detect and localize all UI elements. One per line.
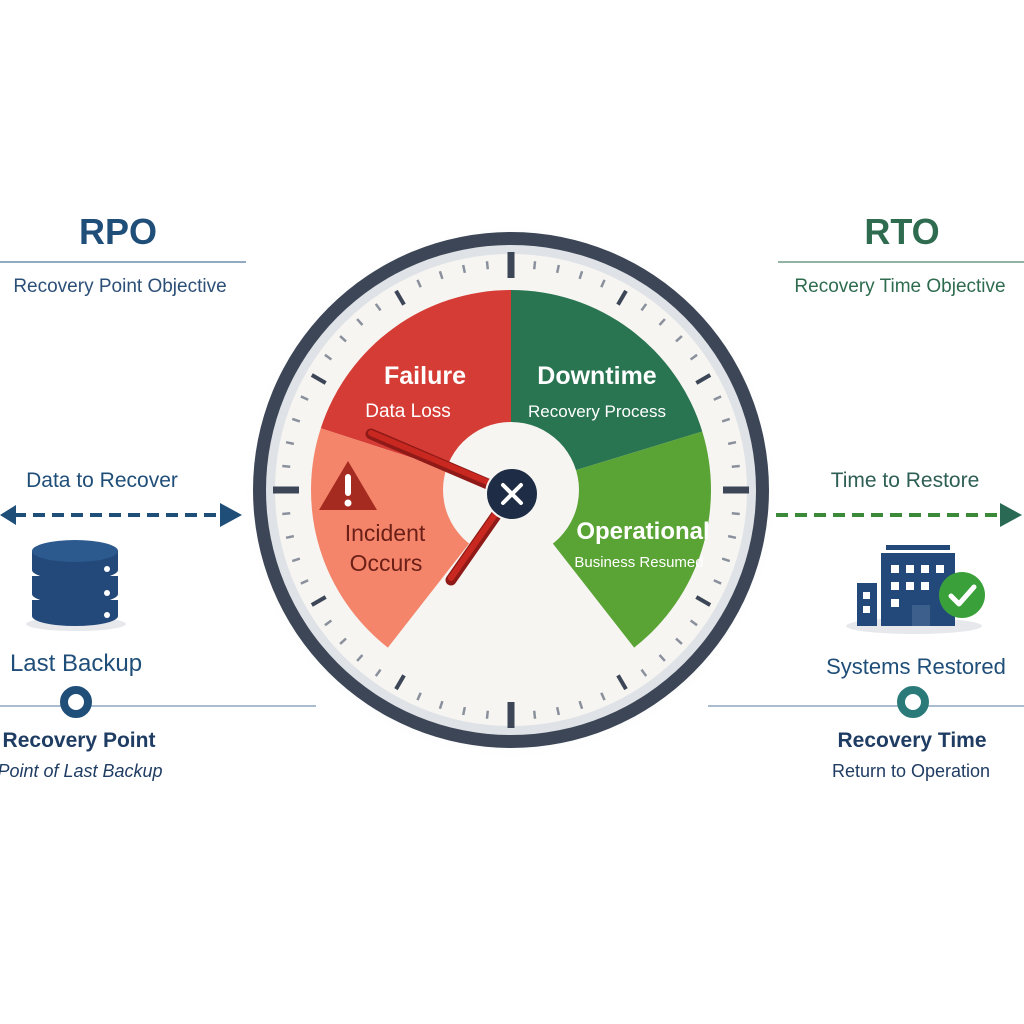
clock-tick [324, 353, 333, 361]
clock-tick [695, 373, 712, 385]
recovery-point-marker [60, 686, 92, 718]
clock-tick [616, 674, 628, 691]
clock-tick [394, 674, 406, 691]
segment-incident-subtitle: Occurs [350, 550, 423, 576]
clock-tick [438, 700, 444, 710]
clock-tick [689, 619, 698, 627]
clock-tick [339, 637, 347, 645]
time-to-restore-label: Time to Restore [831, 469, 980, 492]
clock-tick [300, 579, 309, 585]
recovery-time-marker [897, 686, 929, 718]
recovery-point-subtitle: Point of Last Backup [0, 761, 163, 781]
segment-failure-title: Failure [384, 362, 466, 390]
clock-tick [285, 534, 295, 540]
clock-tick [731, 464, 740, 469]
systems-restored-label: Systems Restored [826, 654, 1006, 679]
arrow-right-icon [776, 503, 1022, 527]
clock-ticks [273, 252, 749, 728]
clock-tick [461, 706, 467, 716]
rpo-subtitle: Recovery Point Objective [13, 276, 226, 297]
clock-tick [461, 264, 467, 274]
clock-tick [310, 595, 327, 607]
segment-failure-subtitle: Data Loss [365, 401, 451, 422]
clock-tick [356, 654, 364, 662]
building-check-icon [846, 545, 985, 634]
recovery-time-title: Recovery Time [837, 729, 986, 752]
clock-tick [532, 710, 537, 719]
clock-tick [695, 595, 712, 607]
clock-tick [485, 710, 490, 719]
rpo-title: RPO [79, 211, 157, 252]
clock-tick [721, 557, 731, 563]
recovery-time-subtitle: Return to Operation [832, 761, 990, 781]
last-backup-label: Last Backup [10, 650, 142, 677]
clock-tick [291, 417, 301, 423]
clock-tick [578, 700, 584, 710]
clock-tick [578, 270, 584, 280]
clock-tick [438, 270, 444, 280]
rto-subtitle: Recovery Time Objective [794, 276, 1005, 297]
clock-tick [416, 692, 422, 701]
segment-operational-title: Operational [576, 518, 709, 545]
clock-tick [339, 335, 347, 343]
clock-tick [416, 279, 422, 288]
clock-tick [282, 511, 291, 516]
clock-tick [310, 373, 327, 385]
clock-tick [324, 619, 333, 627]
clock-tick [600, 279, 606, 288]
clock-tick [721, 417, 731, 423]
clock-tick [616, 289, 628, 306]
segment-failure [320, 290, 511, 490]
clock-tick [356, 318, 364, 326]
clock-tick [532, 261, 537, 270]
clock-tick [291, 557, 301, 563]
clock-tick [675, 637, 683, 645]
rto-title: RTO [864, 211, 939, 252]
recovery-point-title: Recovery Point [3, 729, 156, 752]
double-arrow-icon [0, 503, 242, 527]
clock-tick [555, 264, 561, 274]
clock-tick [675, 335, 683, 343]
clock-tick [282, 464, 291, 469]
clock: Failure Data Loss Downtime Recovery Proc… [243, 224, 779, 760]
clock-tick [640, 303, 648, 312]
segment-operational-subtitle: Business Resumed [574, 554, 703, 571]
clock-tick [713, 579, 722, 585]
clock-tick [731, 511, 740, 516]
rpo-panel: RPO Recovery Point Objective Data to Rec… [0, 211, 316, 781]
data-to-recover-label: Data to Recover [26, 469, 178, 492]
clock-tick [600, 692, 606, 701]
clock-tick [640, 668, 648, 677]
clock-tick [394, 289, 406, 306]
clock-tick [658, 318, 666, 326]
clock-tick [727, 440, 737, 446]
clock-tick [485, 261, 490, 270]
rto-panel: RTO Recovery Time Objective Time to Rest… [708, 211, 1024, 781]
warning-icon [319, 461, 377, 510]
clock-tick [727, 534, 737, 540]
clock-tick [713, 395, 722, 401]
segment-downtime [511, 290, 703, 490]
clock-tick [689, 353, 698, 361]
database-icon [26, 540, 126, 631]
clock-tick [555, 706, 561, 716]
segment-downtime-subtitle: Recovery Process [528, 402, 666, 421]
clock-tick [285, 440, 295, 446]
clock-tick [658, 654, 666, 662]
clock-tick [374, 668, 382, 677]
close-icon [485, 467, 539, 521]
clock-tick [300, 395, 309, 401]
segment-incident-title: Incident [345, 520, 426, 546]
clock-tick [374, 303, 382, 312]
segment-downtime-title: Downtime [537, 362, 657, 390]
